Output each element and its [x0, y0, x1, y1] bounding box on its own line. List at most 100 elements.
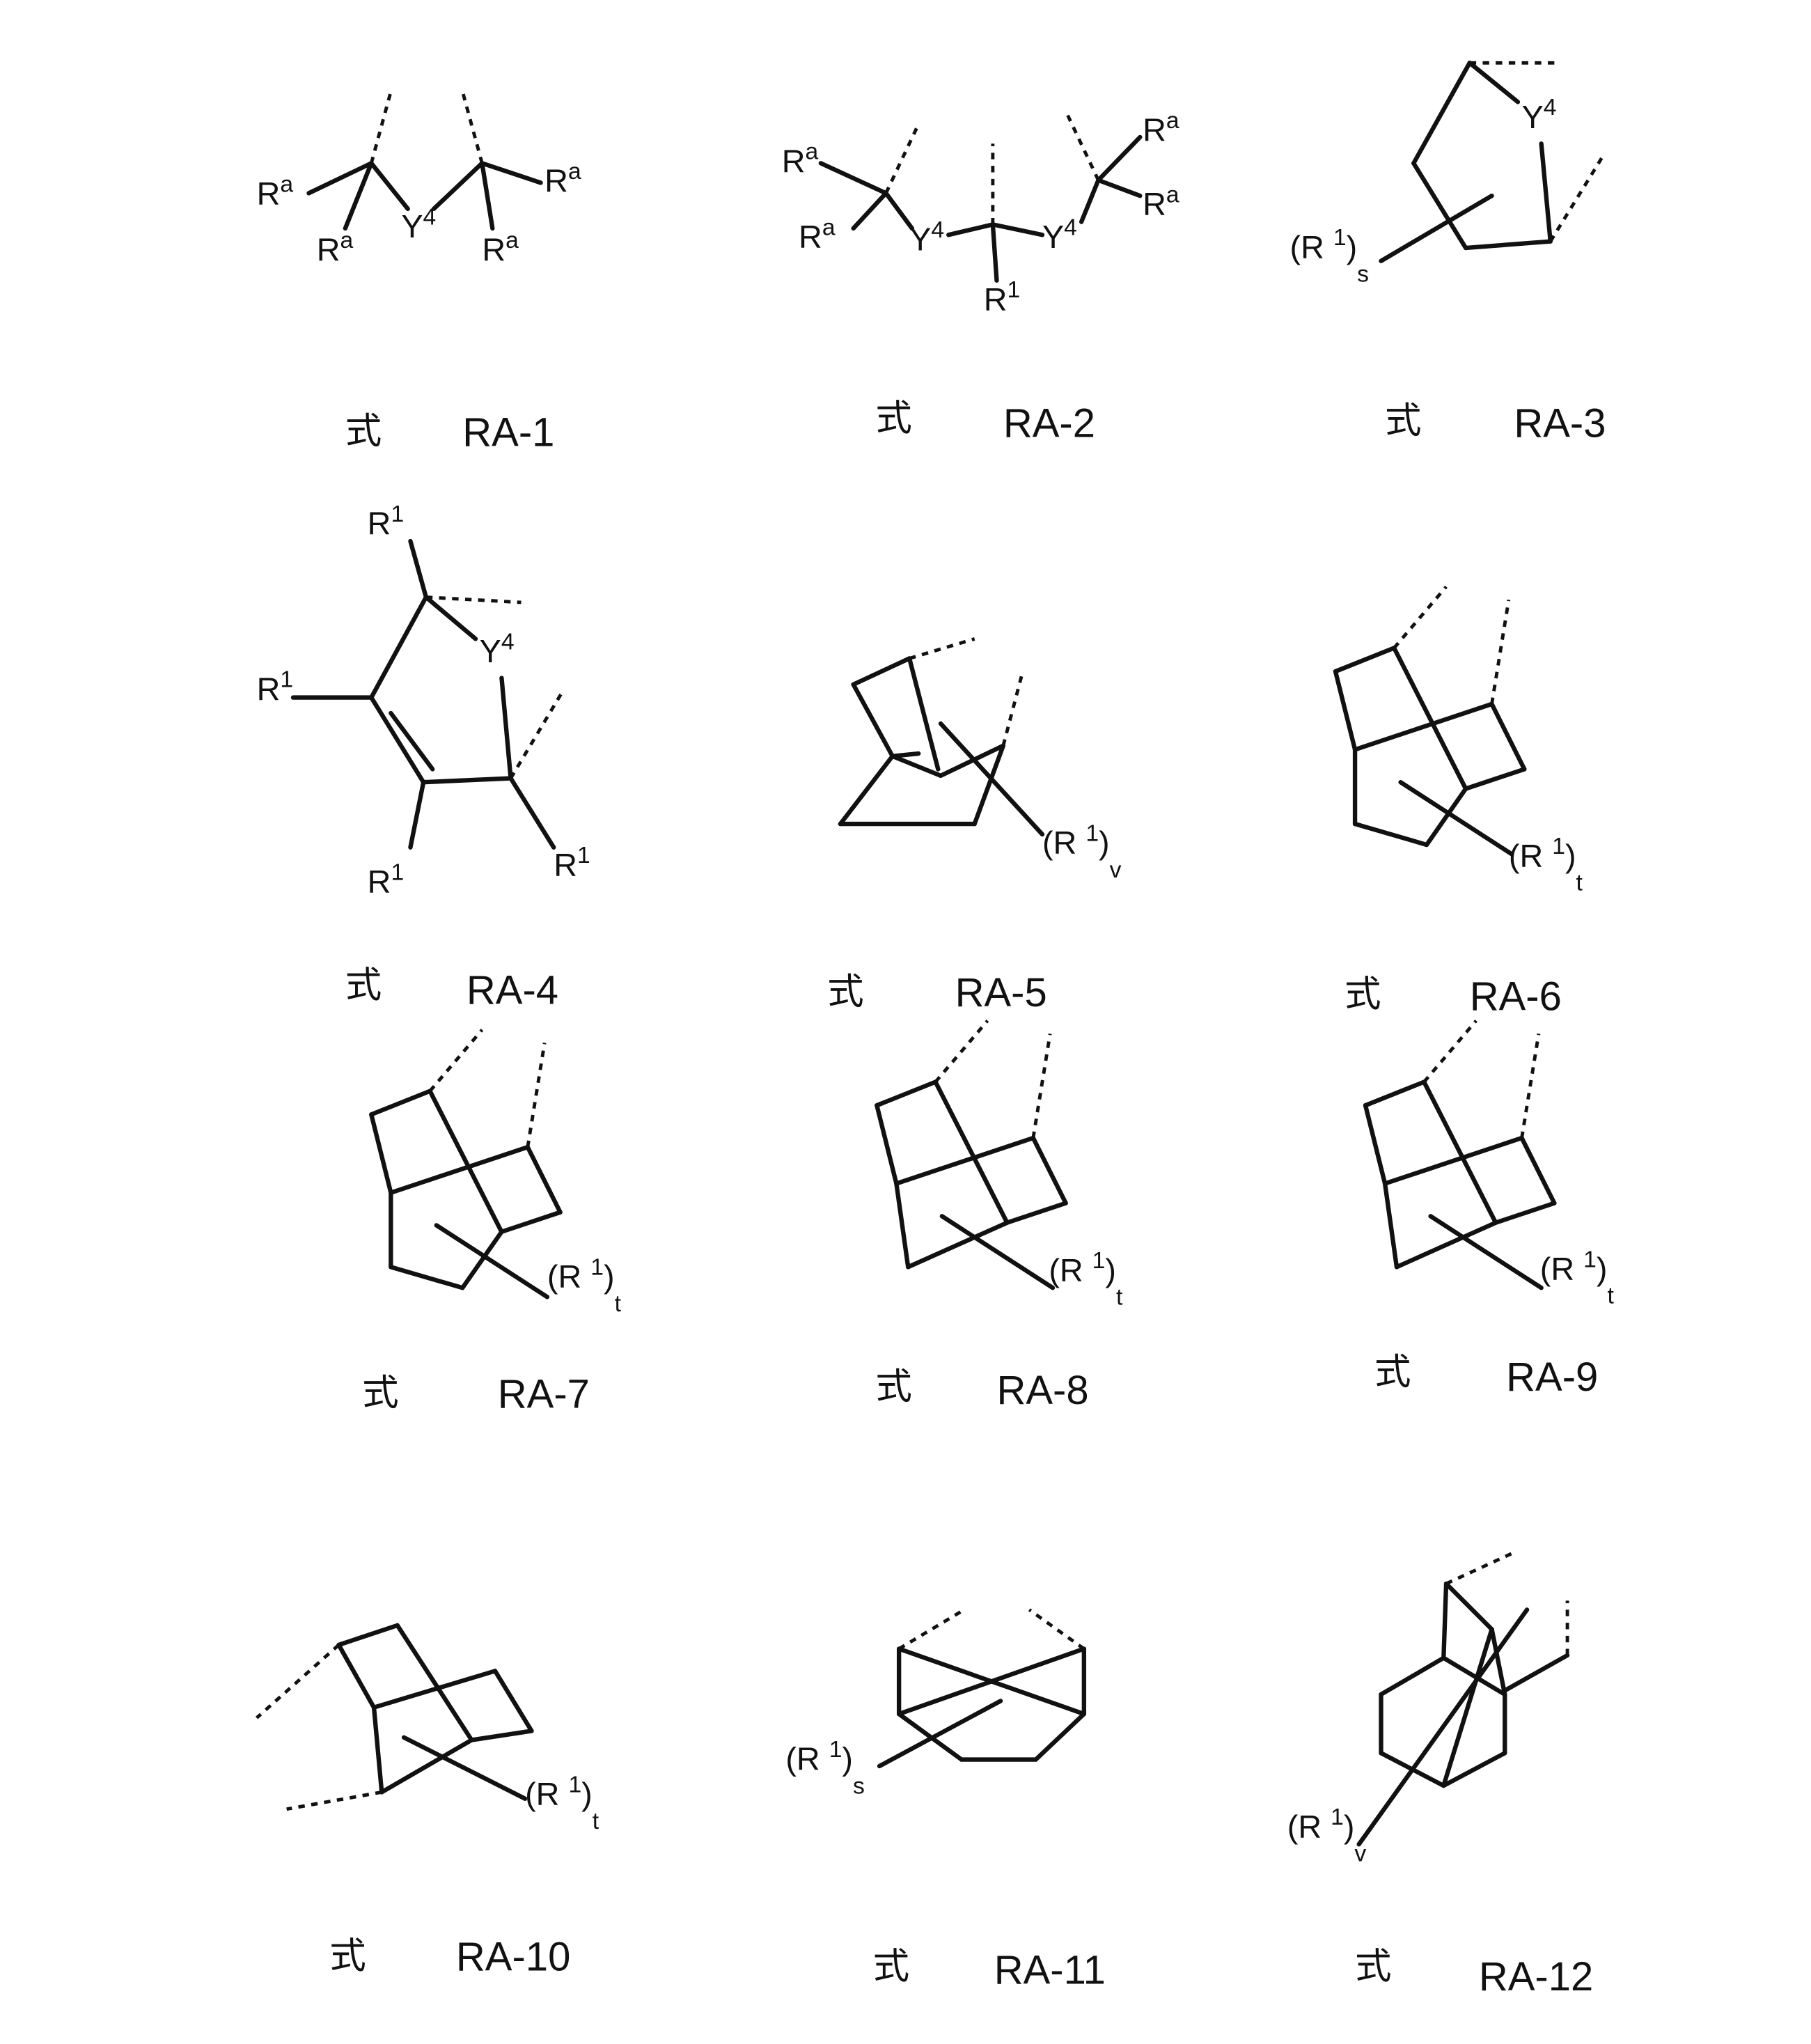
dashed-attachment-bond	[462, 91, 482, 163]
label-text: R	[782, 143, 806, 179]
label-sup: 1	[1583, 1247, 1597, 1272]
formula-label: RA-8	[996, 1368, 1088, 1413]
atom-label: (R 1)t	[547, 1255, 622, 1317]
bond	[1381, 1658, 1443, 1694]
atom-label: Y4	[1042, 214, 1077, 255]
atom-label: Ra	[482, 228, 519, 268]
label-sup: 1	[1333, 225, 1347, 251]
label-sup: a	[806, 139, 819, 165]
formula-prefix: 式	[873, 1945, 909, 1988]
bond	[1470, 63, 1518, 102]
label-text: R	[482, 232, 505, 268]
bond	[1466, 769, 1524, 788]
bond	[1443, 1584, 1446, 1658]
dashed-attachment-bond	[528, 1043, 544, 1147]
bond	[896, 1138, 1033, 1183]
atom-label: Ra	[257, 172, 294, 212]
bond	[1385, 1184, 1397, 1267]
dashed-attachment-bond	[1003, 671, 1023, 746]
formula-label: RA-6	[1470, 974, 1562, 1020]
label-text: )	[581, 1776, 593, 1812]
label-sup: 1	[577, 843, 590, 868]
label-text: (R	[1509, 838, 1552, 874]
bond	[948, 224, 993, 235]
formula-label: RA-12	[1479, 1954, 1593, 1999]
label-text: (R	[525, 1776, 568, 1812]
atom-label: (R 1)s	[1290, 225, 1369, 287]
bond	[1492, 1629, 1505, 1694]
label-text: )	[1347, 229, 1358, 265]
bond	[877, 1082, 935, 1106]
bond	[426, 597, 476, 639]
bond	[1098, 137, 1140, 180]
bond	[423, 779, 510, 783]
dashed-attachment-bond	[1446, 1554, 1512, 1584]
label-sup: 4	[1544, 95, 1557, 120]
dashed-attachment-bond	[899, 1609, 964, 1648]
label-sub: t	[593, 1809, 599, 1834]
atom-label: Y4	[480, 629, 515, 669]
bond	[1335, 671, 1355, 749]
atom-label: Ra	[1143, 108, 1179, 148]
bond	[821, 163, 886, 193]
label-text: Y	[401, 208, 423, 244]
label-sup: a	[568, 159, 581, 185]
bond	[1381, 196, 1491, 261]
bond	[1492, 704, 1525, 770]
atom-label: (R 1)t	[525, 1772, 599, 1834]
formula-prefix: 式	[827, 970, 863, 1013]
atom-label: (R 1)v	[1287, 1804, 1367, 1866]
bond	[896, 1184, 908, 1267]
formula-prefix: 式	[1374, 1351, 1411, 1394]
bond	[410, 541, 425, 597]
formula-label: RA-7	[498, 1371, 590, 1417]
label-sup: 1	[1331, 1804, 1344, 1830]
structure-ra-7: (R 1)t式RA-7	[362, 1030, 621, 1417]
bond	[511, 779, 554, 848]
structure-ra-3: Y4(R 1)s式RA-3	[1290, 63, 1606, 446]
structure-ra-6: (R 1)t式RA-6	[1335, 587, 1583, 1020]
atom-label: (R 1)t	[1509, 834, 1583, 896]
atom-label: Ra	[544, 159, 581, 199]
label-text: )	[1344, 1809, 1355, 1845]
label-text: )	[1597, 1251, 1608, 1287]
bond	[854, 658, 909, 684]
label-text: )	[842, 1741, 853, 1777]
bond	[501, 1212, 560, 1232]
label-text: (R	[1049, 1252, 1092, 1288]
label-text: R	[257, 175, 281, 212]
bond	[1365, 1105, 1385, 1183]
label-text: (R	[1042, 825, 1085, 861]
bond	[501, 678, 510, 778]
label-text: )	[604, 1258, 615, 1295]
dashed-attachment-bond	[1522, 1033, 1539, 1138]
bond	[1522, 1138, 1555, 1203]
dashed-attachment-bond	[371, 91, 391, 163]
label-sup: 1	[1085, 820, 1099, 846]
bond	[1466, 242, 1551, 248]
label-text: R	[368, 506, 391, 542]
label-sup: a	[340, 228, 353, 253]
label-text: Y	[1042, 219, 1064, 255]
bond	[877, 1105, 896, 1183]
label-text: R	[544, 163, 568, 199]
label-text: )	[1099, 825, 1110, 861]
label-sup: a	[1166, 108, 1179, 134]
label-sup: 4	[501, 629, 515, 655]
structure-ra-10: (R 1)t式RA-10	[257, 1625, 599, 1980]
formula-label: RA-11	[994, 1947, 1106, 1992]
label-sup: 4	[931, 217, 944, 243]
bond	[371, 163, 407, 208]
label-sup: 1	[1552, 834, 1565, 859]
label-sup: 1	[1092, 1248, 1106, 1274]
bond	[410, 782, 423, 848]
label-text: Y	[909, 221, 931, 258]
bond	[1365, 1082, 1424, 1106]
label-text: R	[1143, 186, 1166, 222]
label-sub: s	[853, 1773, 865, 1799]
label-sup: 1	[568, 1772, 581, 1797]
structure-ra-12: (R 1)v式RA-12	[1287, 1554, 1593, 1999]
formula-prefix: 式	[345, 964, 382, 1006]
bond	[1335, 648, 1394, 671]
bond	[1033, 1138, 1066, 1203]
